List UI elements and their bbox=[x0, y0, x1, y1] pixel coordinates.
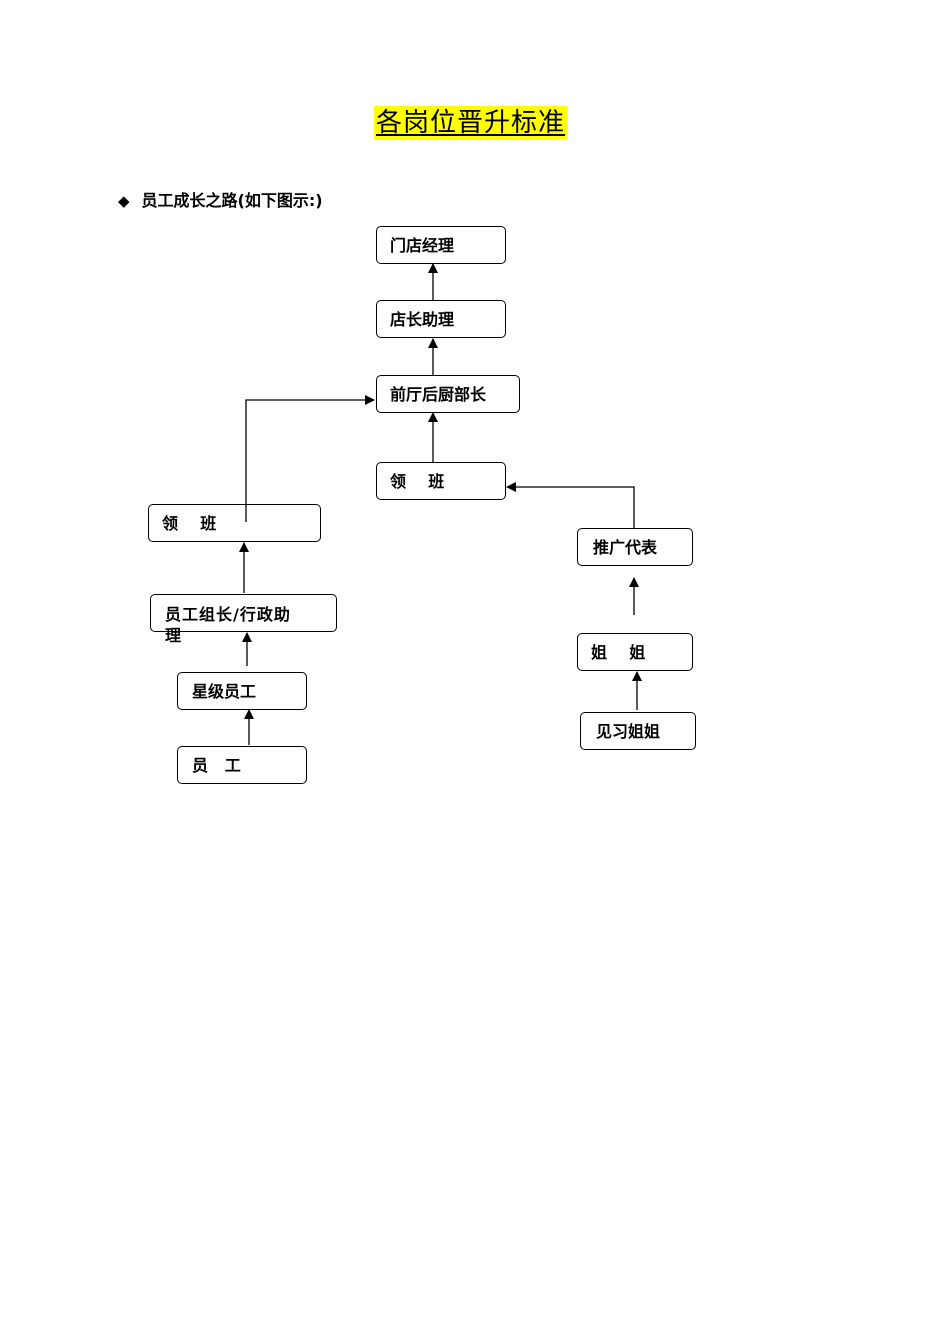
section-heading: ◆ 员工成长之路(如下图示:) bbox=[118, 190, 323, 212]
node-star-staff-label: 星级员工 bbox=[192, 682, 257, 701]
page-title: 各岗位晋升标准 bbox=[374, 106, 568, 140]
node-staff-label: 员 工 bbox=[192, 756, 241, 775]
node-team-lead-right: 领 班 bbox=[376, 462, 506, 500]
node-store-manager: 门店经理 bbox=[376, 226, 506, 264]
node-trainee-sister-label: 见习姐姐 bbox=[596, 722, 661, 741]
node-assistant-manager: 店长助理 bbox=[376, 300, 506, 338]
node-team-lead-right-label: 领 班 bbox=[390, 472, 445, 491]
arrow-promo-rep-to-team-lead-right bbox=[506, 482, 635, 528]
diamond-bullet-icon: ◆ bbox=[118, 192, 130, 210]
node-staff-group-leader: 员工组长/行政助 理 bbox=[150, 594, 337, 645]
node-team-lead-left: 领 班 bbox=[148, 504, 321, 542]
node-sister: 姐 姐 bbox=[577, 633, 693, 671]
node-star-staff: 星级员工 bbox=[177, 672, 307, 710]
node-trainee-sister: 见习姐姐 bbox=[580, 712, 696, 750]
node-dept-head: 前厅后厨部长 bbox=[376, 375, 520, 413]
node-staff: 员 工 bbox=[177, 746, 307, 784]
node-store-manager-label: 门店经理 bbox=[390, 236, 455, 255]
node-promo-rep: 推广代表 bbox=[577, 528, 693, 566]
node-staff-group-leader-label: 员工组长/行政助 理 bbox=[165, 605, 291, 645]
section-heading-text: 员工成长之路(如下图示:) bbox=[141, 191, 323, 210]
node-sister-label: 姐 姐 bbox=[591, 643, 646, 662]
node-dept-head-label: 前厅后厨部长 bbox=[390, 385, 487, 404]
node-promo-rep-label: 推广代表 bbox=[593, 538, 658, 557]
node-team-lead-left-label: 领 班 bbox=[162, 514, 217, 533]
node-assistant-manager-label: 店长助理 bbox=[390, 310, 455, 329]
